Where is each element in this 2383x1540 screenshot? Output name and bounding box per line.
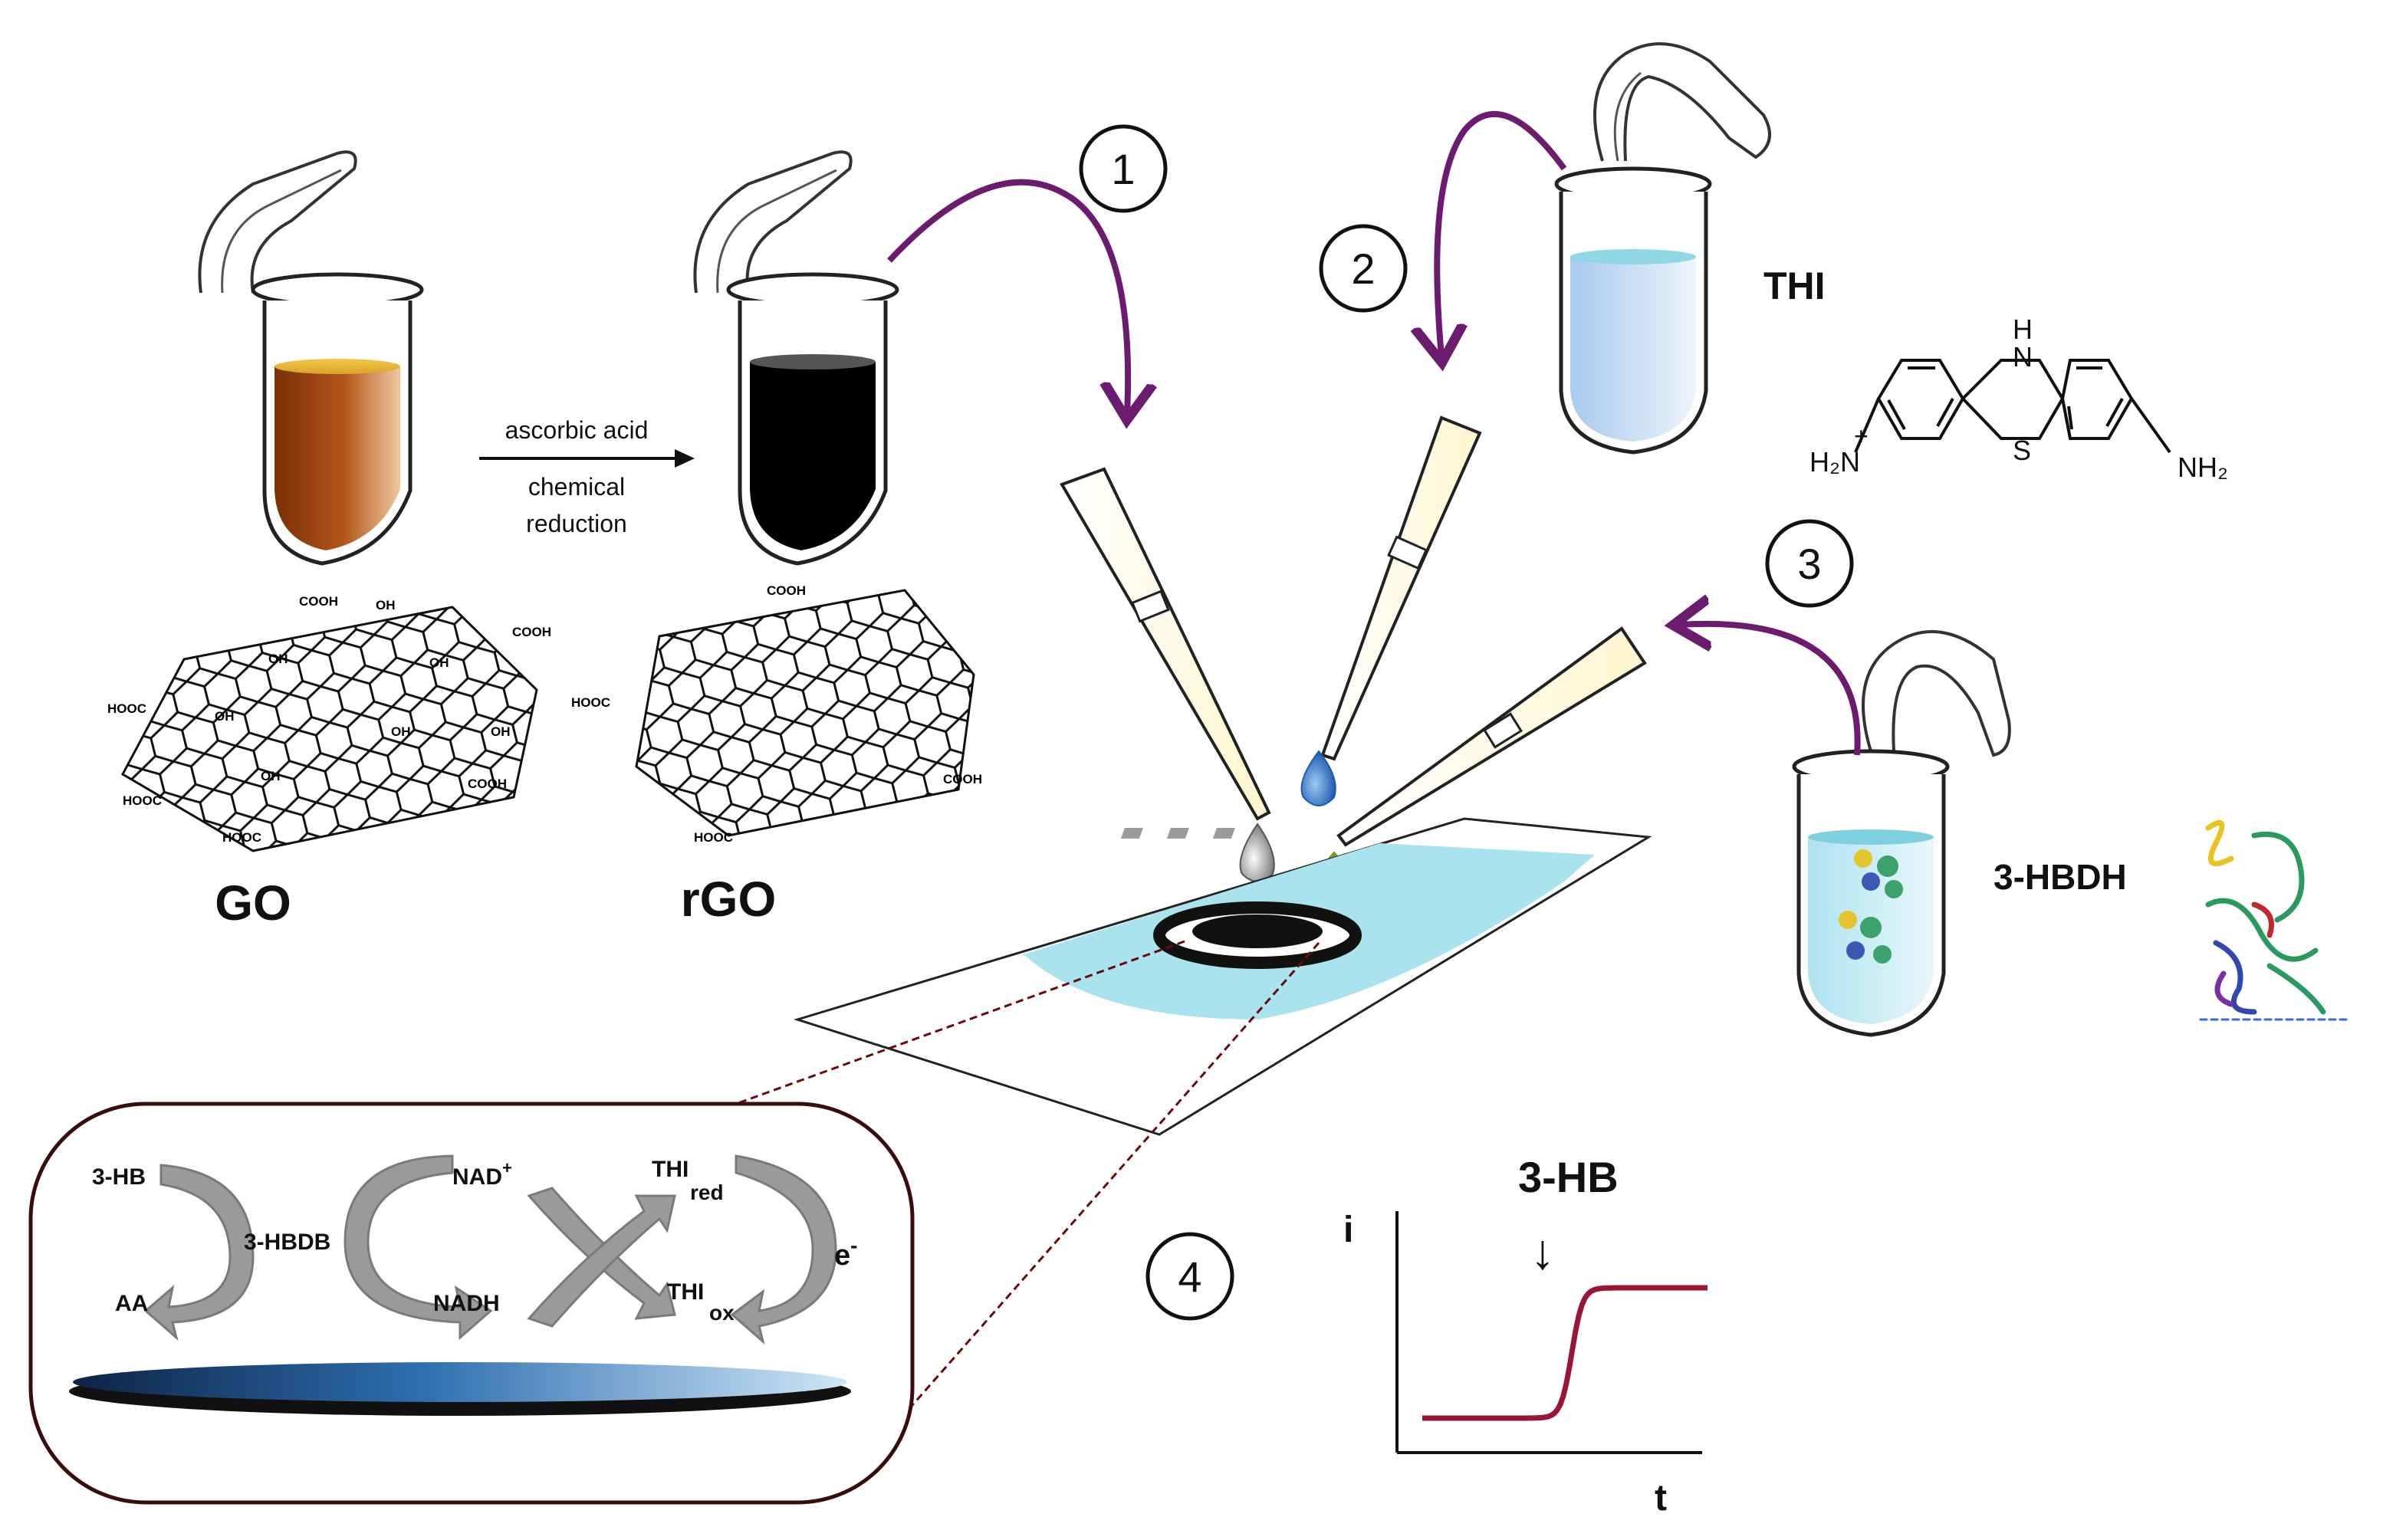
graph-curve	[1422, 1285, 1708, 1421]
step-3-number: 3	[1797, 540, 1821, 588]
pipette-3	[1336, 626, 1647, 847]
curved-arrow-5	[730, 1154, 837, 1345]
graph-x-label: t	[1655, 1478, 1667, 1519]
graph-annotation-arrow: ↓	[1530, 1224, 1555, 1279]
go-cooh-right: COOH	[512, 625, 551, 639]
scheme-hb: 3-HB	[92, 1164, 146, 1190]
go-hooc-bottom: HOOC	[222, 830, 261, 845]
thionine-labels: H N S + H₂N NH₂	[1809, 314, 2228, 483]
scheme-thi-ox: THI	[667, 1279, 704, 1305]
rgo-hooc-bottom: HOOC	[694, 830, 733, 845]
go-cooh-right2: COOH	[468, 777, 507, 791]
arrow-label-top: ascorbic acid	[505, 416, 649, 444]
scheme-aa: AA	[115, 1291, 148, 1316]
go-oh-7: OH	[429, 655, 449, 670]
scheme-thi-red: THI	[652, 1157, 689, 1182]
thionine-structure	[1854, 359, 2171, 454]
scheme-nadh: NADH	[433, 1291, 500, 1316]
thionine-s: S	[2013, 435, 2031, 466]
thi-tube	[1554, 42, 1771, 455]
pipette-1	[1060, 467, 1271, 821]
enzyme-tube	[1792, 630, 2011, 1037]
step-circle-1: 1	[1079, 124, 1168, 213]
arrow-step-2	[1437, 110, 1567, 356]
rgo-label: rGO	[681, 872, 776, 927]
step-circle-2: 2	[1319, 224, 1408, 313]
droplet-blue	[1300, 750, 1336, 806]
thionine-h-top: H	[2013, 314, 2033, 345]
arrow-step-3	[1679, 624, 1861, 756]
go-cooh-top: COOH	[299, 594, 338, 609]
arrow-label-bottom-1: chemical	[528, 473, 625, 501]
reduction-arrow: ascorbic acid chemical reduction	[479, 416, 695, 537]
go-oh-6: OH	[261, 769, 281, 783]
pipette-2	[1320, 415, 1482, 761]
graph-annotation: 3-HB	[1518, 1153, 1619, 1201]
rgo-cooh-right: COOH	[943, 772, 982, 786]
go-structure: COOH COOH COOH HOOC HOOC HOOC OH OH OH O…	[107, 594, 551, 852]
protein-structure-icon	[2199, 819, 2348, 1021]
step-circle-4: 4	[1145, 1232, 1234, 1321]
step-circle-3: 3	[1765, 519, 1854, 608]
curved-arrow-4	[527, 1194, 676, 1328]
go-oh-1: OH	[376, 598, 396, 612]
scheme-electron: e-	[834, 1233, 857, 1272]
hbdh-label: 3-HBDH	[1994, 857, 2127, 897]
thionine-right-group: NH₂	[2178, 451, 2228, 483]
reaction-scheme-panel: 3-HB AA 3-HBDB NAD+ NADH THI red THI ox …	[28, 1102, 915, 1505]
scheme-red-sub: red	[690, 1180, 724, 1204]
go-oh-2: OH	[268, 652, 288, 666]
curved-arrow-1	[143, 1164, 255, 1341]
rgo-structure: COOH HOOC COOH HOOC	[571, 583, 982, 845]
scheme-enzyme: 3-HBDB	[244, 1230, 330, 1255]
screen-printed-electrode	[793, 817, 1652, 1136]
go-hooc-left: HOOC	[107, 701, 146, 716]
thi-label: THI	[1763, 264, 1826, 307]
rgo-cooh-top: COOH	[767, 583, 806, 598]
zoom-line-1	[735, 940, 1185, 1105]
arrow-step-1	[887, 179, 1128, 414]
rgo-tube	[693, 150, 899, 566]
step-2-number: 2	[1351, 245, 1375, 293]
scheme-nad: NAD+	[452, 1158, 512, 1190]
zoom-line-2	[873, 942, 1320, 1450]
curved-arrow-2	[343, 1154, 493, 1341]
step-4-number: 4	[1178, 1253, 1201, 1301]
go-tube	[198, 150, 424, 566]
graph-y-label: i	[1343, 1210, 1353, 1250]
arrow-label-bottom-2: reduction	[526, 510, 627, 537]
amperometric-graph: i t 3-HB ↓	[1343, 1153, 1708, 1519]
go-oh-3: OH	[215, 709, 235, 724]
thionine-n-top: N	[2013, 341, 2033, 373]
go-hooc-left2: HOOC	[123, 793, 162, 808]
thionine-left-plus: +	[1854, 422, 1869, 450]
go-label: GO	[215, 875, 291, 931]
thionine-left-group: H₂N	[1809, 446, 1860, 478]
droplet-grey	[1239, 823, 1275, 882]
scheme-ox-sub: ox	[709, 1301, 735, 1325]
go-oh-5: OH	[491, 724, 511, 739]
step-1-number: 1	[1111, 145, 1135, 193]
rgo-hooc-left: HOOC	[571, 695, 610, 710]
go-oh-4: OH	[391, 724, 411, 739]
